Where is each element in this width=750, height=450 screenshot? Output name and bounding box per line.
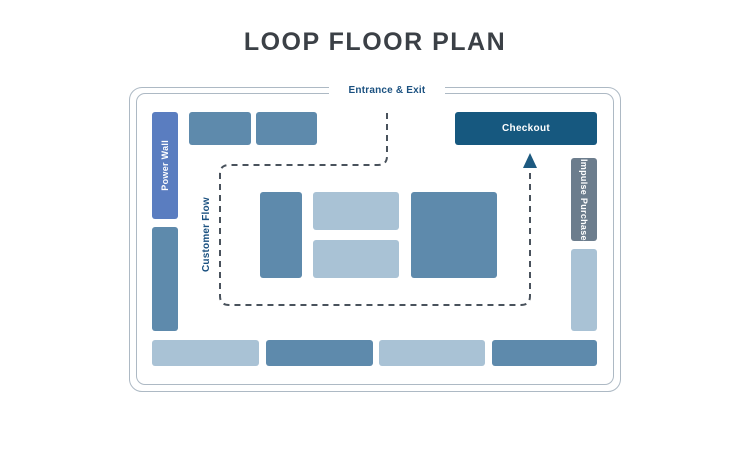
flow-arrow-icon bbox=[523, 153, 537, 168]
top-shelf-2 bbox=[256, 112, 317, 145]
page-title: LOOP FLOOR PLAN bbox=[243, 28, 507, 56]
customer-flow-path bbox=[219, 113, 531, 306]
center-shelf-bottom bbox=[313, 240, 399, 278]
center-shelf-tall bbox=[260, 192, 302, 278]
bottom-shelf-3 bbox=[379, 340, 485, 366]
left-shelf bbox=[152, 227, 178, 331]
bottom-shelf-1 bbox=[152, 340, 259, 366]
entrance-exit-label: Entrance & Exit bbox=[329, 82, 445, 98]
bottom-shelf-4 bbox=[492, 340, 597, 366]
checkout-label: Checkout bbox=[502, 123, 550, 134]
center-shelf-square bbox=[411, 192, 497, 278]
impulse-purchase-label: Impulse Purchase bbox=[579, 158, 589, 241]
right-shelf bbox=[571, 249, 597, 331]
top-shelf-1 bbox=[189, 112, 251, 145]
impulse-purchase-zone: Impulse Purchase bbox=[571, 158, 597, 241]
checkout-zone: Checkout bbox=[455, 112, 597, 145]
power-wall-zone: Power Wall bbox=[152, 112, 178, 219]
bottom-shelf-2 bbox=[266, 340, 373, 366]
customer-flow-label: Customer Flow bbox=[201, 197, 212, 272]
power-wall-label: Power Wall bbox=[160, 140, 170, 191]
center-shelf-top bbox=[313, 192, 399, 230]
